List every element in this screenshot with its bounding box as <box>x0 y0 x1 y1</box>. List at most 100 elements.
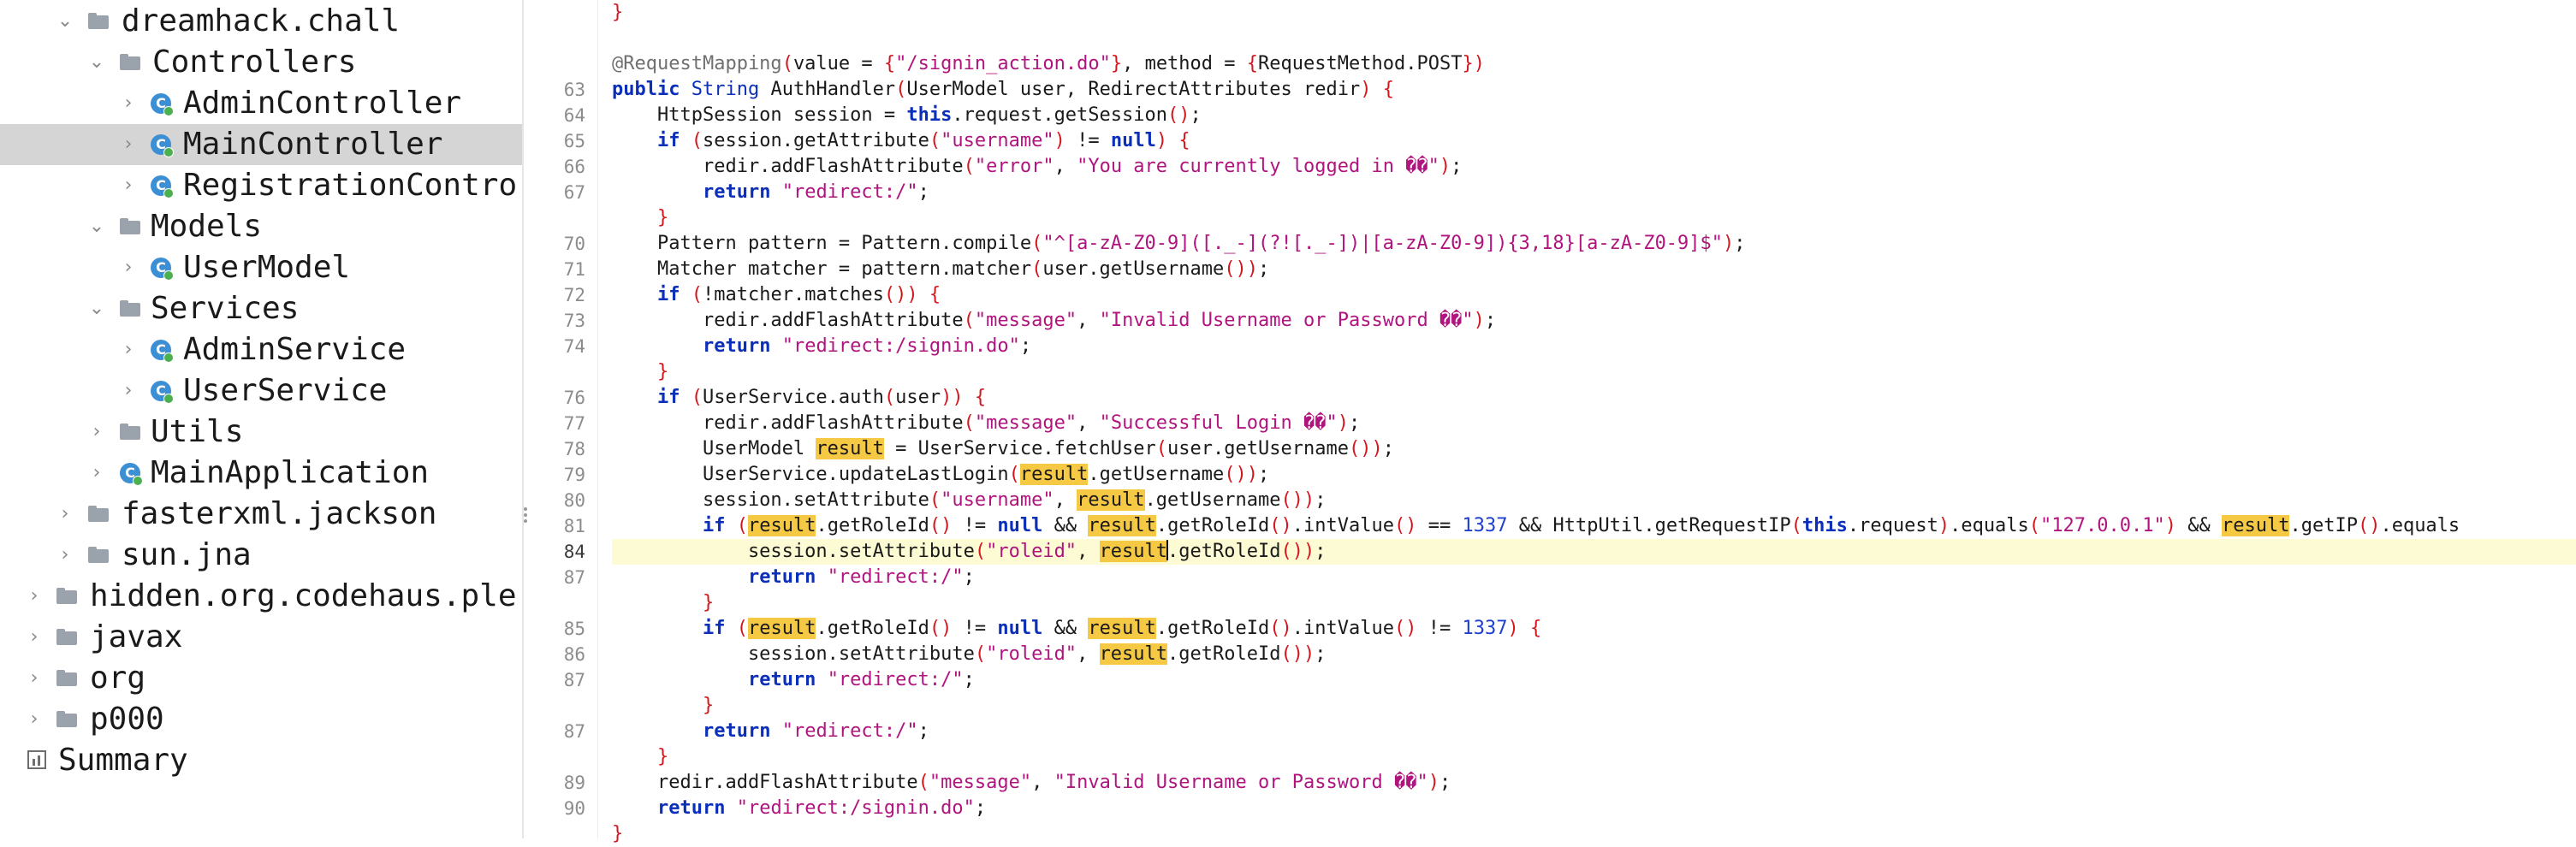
folder-icon <box>120 300 140 317</box>
folder-icon <box>56 588 77 604</box>
tree-item-label: Utils <box>151 414 244 449</box>
chevron-right-icon[interactable]: › <box>92 421 101 442</box>
line-number: 72 <box>563 285 585 305</box>
tree-item-label: sun.jna <box>122 537 252 572</box>
tree-item-models[interactable]: ⌄ Models <box>0 206 522 247</box>
chevron-right-icon[interactable]: › <box>124 339 133 360</box>
code-line: if (!matcher.matches()) { <box>656 284 941 305</box>
tree-item-maincontroller[interactable]: › C MainController <box>0 124 522 165</box>
code-line: session.setAttribute("roleid", result.ge… <box>612 643 1327 665</box>
tree-item-label: MainController <box>183 127 443 162</box>
class-icon: C <box>120 463 143 486</box>
tree-item-label: Controllers <box>152 44 357 80</box>
chevron-down-icon[interactable]: ⌄ <box>56 10 74 32</box>
folder-icon <box>120 424 140 440</box>
tree-item-label: hidden.org.codehaus.ple <box>90 578 517 613</box>
code-line: Pattern pattern = Pattern.compile("^[a-z… <box>612 233 1746 254</box>
tree-item-label: fasterxml.jackson <box>122 496 437 531</box>
chevron-right-icon[interactable]: › <box>92 462 101 483</box>
tree-item-label: org <box>90 660 146 696</box>
code-line: } <box>612 2 624 23</box>
line-number: 65 <box>563 131 585 151</box>
line-number: 87 <box>563 670 585 690</box>
folder-icon <box>88 506 109 522</box>
tree-item-controllers[interactable]: ⌄ Controllers <box>0 42 522 83</box>
folder-icon <box>56 670 77 686</box>
line-number: 79 <box>563 465 585 485</box>
chevron-right-icon[interactable]: › <box>30 626 39 648</box>
chevron-down-icon[interactable]: ⌄ <box>88 216 105 237</box>
chevron-right-icon[interactable]: › <box>30 708 39 730</box>
chevron-down-icon[interactable]: ⌄ <box>88 298 105 319</box>
line-number: 76 <box>563 388 585 408</box>
code-line: return "redirect:/"; <box>747 566 975 588</box>
code-line: if (result.getRoleId() != null && result… <box>702 515 2460 536</box>
folder-icon <box>56 629 77 645</box>
tree-item-label: dreamhack.chall <box>122 3 401 38</box>
line-number: 80 <box>563 490 585 511</box>
tree-item-summary[interactable]: Summary <box>0 740 522 781</box>
tree-item-fasterxml-jackson[interactable]: › fasterxml.jackson <box>0 494 522 535</box>
class-icon: C <box>151 340 174 363</box>
tree-item-hidden-org-codehaus[interactable]: › hidden.org.codehaus.ple <box>0 576 522 617</box>
tree-item-label: AdminService <box>183 332 407 367</box>
line-number: 90 <box>563 798 585 819</box>
chevron-right-icon[interactable]: › <box>30 585 39 607</box>
line-number: 77 <box>563 413 585 434</box>
code-line: } <box>702 592 715 613</box>
tree-item-label: Services <box>151 291 300 326</box>
folder-icon <box>120 54 140 70</box>
chevron-right-icon[interactable]: › <box>124 257 133 278</box>
line-number: 78 <box>563 439 585 459</box>
project-tree: ⌄ dreamhack.chall ⌄ Controllers › C Admi… <box>0 0 524 838</box>
folder-icon <box>56 711 77 727</box>
code-line: @RequestMapping(value = {"/signin_action… <box>612 53 1485 74</box>
class-icon: C <box>151 175 174 198</box>
chevron-down-icon[interactable]: ⌄ <box>88 51 105 73</box>
code-line: return "redirect:/"; <box>702 181 929 203</box>
code-line: } <box>656 746 669 767</box>
line-number: 89 <box>563 773 585 793</box>
tree-item-label: MainApplication <box>151 455 430 490</box>
chevron-right-icon[interactable]: › <box>124 175 133 196</box>
line-number: 85 <box>563 619 585 639</box>
chevron-right-icon[interactable]: › <box>61 503 69 524</box>
code-line: return "redirect:/"; <box>747 669 975 690</box>
code-line: session.setAttribute("username", result.… <box>612 489 1327 511</box>
line-number: 81 <box>563 516 585 536</box>
tree-item-utils[interactable]: › Utils <box>0 412 522 453</box>
tree-item-label: AdminController <box>183 86 462 121</box>
tree-item-adminservice[interactable]: › C AdminService <box>0 329 522 370</box>
class-icon: C <box>151 258 174 281</box>
tree-item-registrationcontroller[interactable]: › C RegistrationContro <box>0 165 522 206</box>
tree-item-admincontroller[interactable]: › C AdminController <box>0 83 522 124</box>
chevron-right-icon[interactable]: › <box>61 544 69 566</box>
tree-item-sun-jna[interactable]: › sun.jna <box>0 535 522 576</box>
code-line: return "redirect:/"; <box>702 720 929 742</box>
chevron-right-icon[interactable]: › <box>124 133 133 155</box>
line-number: 66 <box>563 157 585 177</box>
tree-item-label: RegistrationContro <box>183 168 518 203</box>
chevron-right-icon[interactable]: › <box>124 380 133 401</box>
class-icon: C <box>151 381 174 404</box>
splitter-handle[interactable] <box>523 505 528 539</box>
tree-item-services[interactable]: ⌄ Services <box>0 288 522 329</box>
code-line: if (UserService.auth(user)) { <box>656 387 987 408</box>
tree-item-p000[interactable]: › p000 <box>0 699 522 740</box>
tree-item-dreamhack-chall[interactable]: ⌄ dreamhack.chall <box>0 1 522 42</box>
tree-item-org[interactable]: › org <box>0 658 522 699</box>
code-line: HttpSession session = this.request.getSe… <box>612 104 1202 126</box>
chevron-right-icon[interactable]: › <box>124 92 133 114</box>
code-line: redir.addFlashAttribute("message", "Succ… <box>612 412 1361 434</box>
chevron-right-icon[interactable]: › <box>30 667 39 689</box>
line-number: 84 <box>563 542 585 562</box>
tree-item-javax[interactable]: › javax <box>0 617 522 658</box>
code-line: UserModel result = UserService.fetchUser… <box>612 438 1394 459</box>
code-line: public String AuthHandler(UserModel user… <box>612 79 1394 100</box>
tree-item-usermodel[interactable]: › C UserModel <box>0 247 522 288</box>
tree-item-userservice[interactable]: › C UserService <box>0 370 522 412</box>
text-caret <box>1166 540 1169 560</box>
tree-item-mainapplication[interactable]: › C MainApplication <box>0 453 522 494</box>
